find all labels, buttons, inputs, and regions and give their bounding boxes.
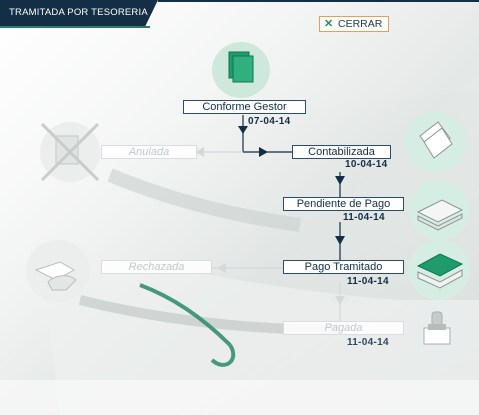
- paper-stack-icon: [408, 180, 470, 240]
- close-button[interactable]: ✕ CERRAR: [319, 16, 389, 32]
- branch-rechazada: Rechazada: [101, 260, 212, 274]
- step-contabilizada-date: 10-04-14: [345, 159, 388, 170]
- header-accent: [0, 26, 150, 28]
- header-line: [158, 0, 479, 2]
- step-pagada-date: 11-04-14: [347, 337, 389, 348]
- page-title: TRAMITADA POR TESORERIA: [9, 7, 148, 18]
- step-pago-tramitado: Pago Tramitado: [283, 260, 404, 274]
- header: TRAMITADA POR TESORERIA: [0, 0, 479, 26]
- green-paper-stack-icon: [408, 240, 470, 300]
- step-pagada: Pagada: [283, 321, 404, 335]
- step-conforme-gestor: Conforme Gestor: [183, 100, 306, 114]
- step-conforme-gestor-date: 07-04-14: [248, 116, 291, 127]
- close-button-label: CERRAR: [338, 18, 383, 30]
- close-icon: ✕: [324, 18, 334, 30]
- step-pago-tramitado-date: 11-04-14: [347, 276, 389, 287]
- hand-reject-icon: [26, 240, 90, 302]
- stamp-icon: [410, 300, 468, 358]
- documents-icon: [212, 42, 270, 98]
- step-pendiente-de-pago: Pendiente de Pago: [283, 197, 404, 211]
- papers-icon: [404, 112, 466, 172]
- branch-anulada: Anulada: [101, 145, 197, 159]
- header-tab: [0, 0, 158, 26]
- step-contabilizada: Contabilizada: [292, 145, 391, 159]
- cancelled-document-icon: [40, 122, 100, 182]
- step-pendiente-de-pago-date: 11-04-14: [343, 212, 385, 223]
